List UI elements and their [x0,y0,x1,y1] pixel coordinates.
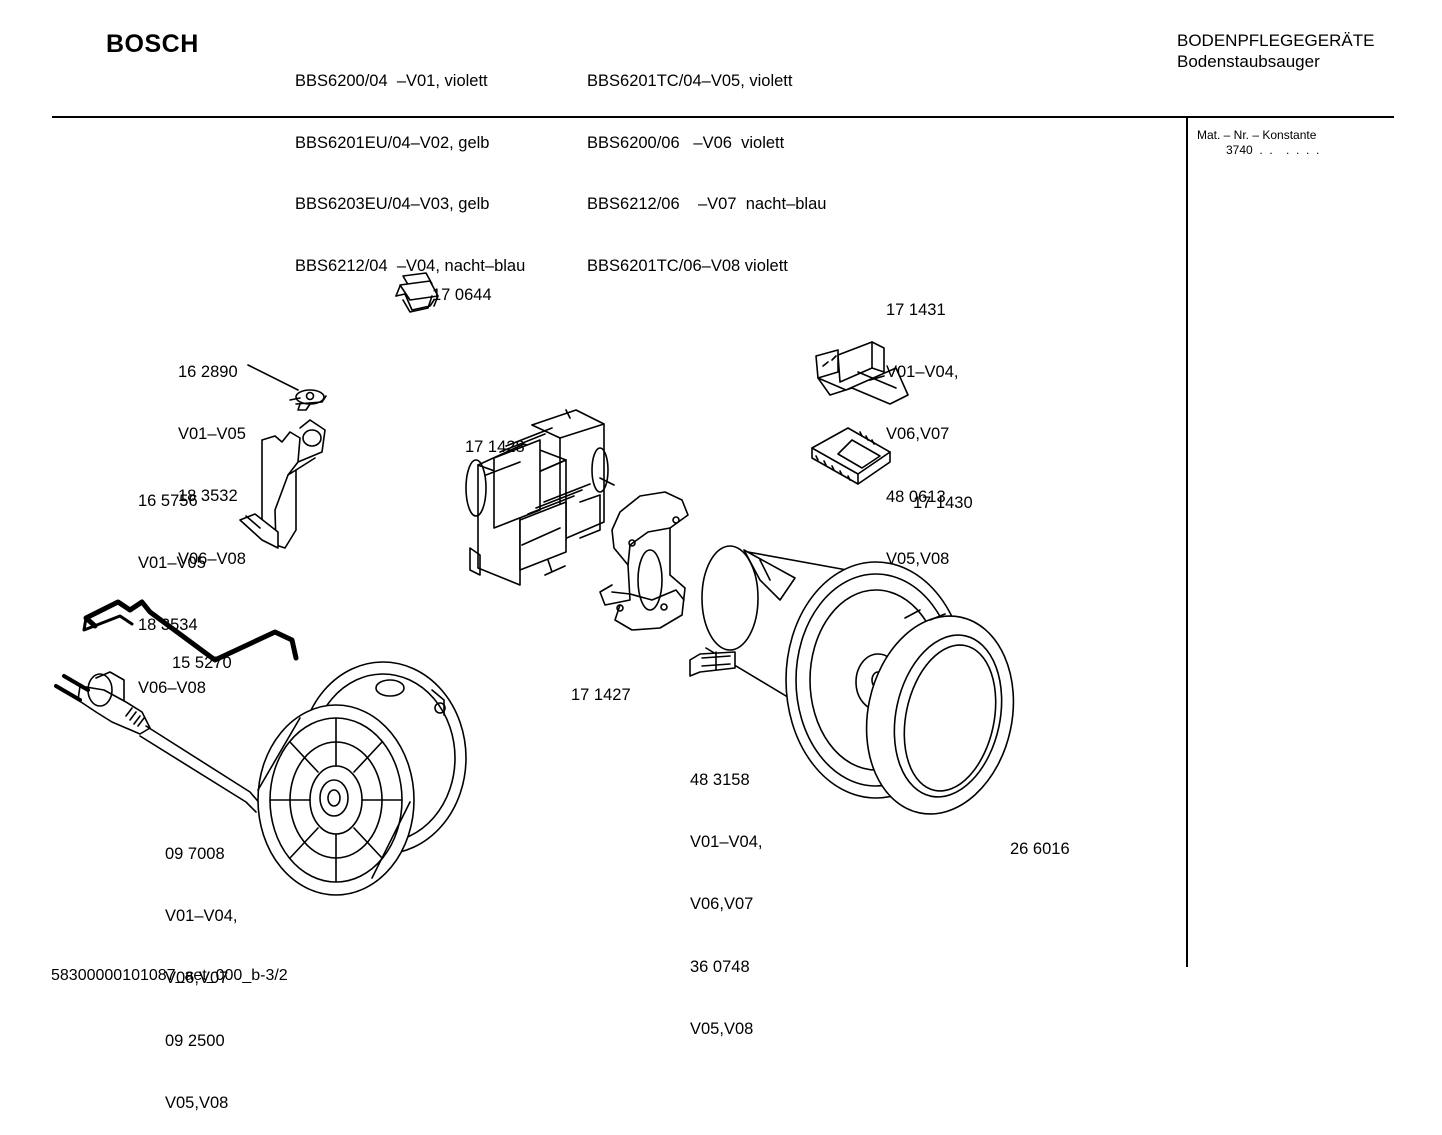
constant-value: 3740 . . . . . . [1226,143,1320,157]
part-number: 16 2890 [178,362,238,381]
part-number: 17 1428 [465,437,525,456]
document-code: 58300000101087_aet_000_b-3/2 [51,967,288,984]
wire-bracket-drawing [84,602,296,660]
part-variant: V06,V07 [690,895,754,914]
circuit-board-upper-drawing [816,342,908,404]
part-variant: V06–V08 [178,549,246,568]
rotor-holder-drawing [600,492,688,630]
part-number: 17 1431 [886,300,946,319]
category-subtitle: Bodenstaubsauger [1177,52,1320,71]
part-number: 09 2500 [165,1031,225,1050]
category-block: BODENPFLEGEGERÄTE Bodenstaubsauger [1177,30,1374,72]
sidebar-divider [1186,117,1188,967]
part-variant: V05,V08 [165,1094,229,1113]
model-line: BBS6212/06 –V07 nacht–blau [587,195,827,213]
part-variant: V01–V04, [690,832,763,851]
part-label-cable-clip: 16 2890 V01–V05 18 3532 V06–V08 [178,320,246,590]
model-line: BBS6203EU/04–V03, gelb [295,195,490,213]
part-variant: V06–V08 [138,678,206,697]
part-label-rotor-holder: 17 1427 [571,643,631,726]
part-variant: V06,V07 [165,969,229,988]
model-line: BBS6201EU/04–V02, gelb [295,133,490,152]
category-title: BODENPFLEGEGERÄTE [1177,31,1375,50]
model-list-col1: BBS6200/04 –V01, violett BBS6201EU/04–V0… [295,30,525,297]
part-variant: V01–V04, [886,362,959,381]
stator-housing-drawing [466,410,614,585]
part-variant: V01–V05 [138,553,206,572]
part-label-circuit-board-upper: 17 1431 V01–V04, V06,V07 48 0613 V05,V08 [886,258,958,591]
circuit-board-lower-drawing [812,428,890,484]
part-label-wire-bracket: 15 5270 [172,611,232,694]
part-label-bracket: 16 5756 V01–V05 18 3534 V06–V08 [138,449,206,719]
exploded-parts-diagram [0,0,1442,1019]
part-label-motor-seal-ring: 26 6016 [1010,797,1070,880]
part-label-stator-housing: 17 1428 [465,395,525,478]
material-constant: Mat. – Nr. – Konstante 3740 . . . . . . [1197,128,1319,158]
part-number: 36 0748 [690,957,750,976]
model-line: BBS6212/04 –V04, nacht–blau [295,256,526,275]
part-variant: V06,V07 [886,425,950,444]
part-number: 18 3534 [138,616,198,635]
part-variant: V05,V08 [690,1020,754,1039]
plug-cord-drawing [56,672,262,812]
part-number: 15 5270 [172,653,232,672]
header-divider [52,116,1394,118]
brand-logo: BOSCH [106,30,199,58]
model-line: BBS6201TC/06–V08 violett [587,256,788,275]
part-number: 17 1430 [913,493,973,512]
model-line: BBS6201TC/04–V05, violett [587,72,793,90]
part-number: 48 3158 [690,770,750,789]
part-number: 18 3532 [178,487,238,506]
model-list-col2: BBS6201TC/04–V05, violett BBS6200/06 –V0… [587,30,826,297]
part-number: 16 5756 [138,491,198,510]
switch-drawing [396,273,438,312]
part-variant: V01–V04, [165,906,238,925]
constant-label: Mat. – Nr. – Konstante [1197,128,1317,142]
part-variant: V01–V05 [178,424,246,443]
part-label-switch: 17 0644 [432,243,492,326]
cable-reel-drawing [258,662,466,895]
part-number: 17 1427 [571,685,631,704]
model-line: BBS6200/06 –V06 violett [587,133,785,152]
model-line: BBS6200/04 –V01, violett [295,72,488,90]
part-number: 09 7008 [165,844,225,863]
part-label-motor: 48 3158 V01–V04, V06,V07 36 0748 V05,V08 [690,728,762,1061]
cable-clip-drawing [248,365,326,410]
motor-seal-ring-drawing [849,602,1031,828]
part-number: 17 0644 [432,285,492,304]
part-number: 48 0613 [886,487,946,506]
part-variant: V05,V08 [886,550,950,569]
bracket-drawing [240,420,325,548]
part-label-circuit-board-lower: 17 1430 [913,451,973,534]
part-number: 26 6016 [1010,839,1070,858]
